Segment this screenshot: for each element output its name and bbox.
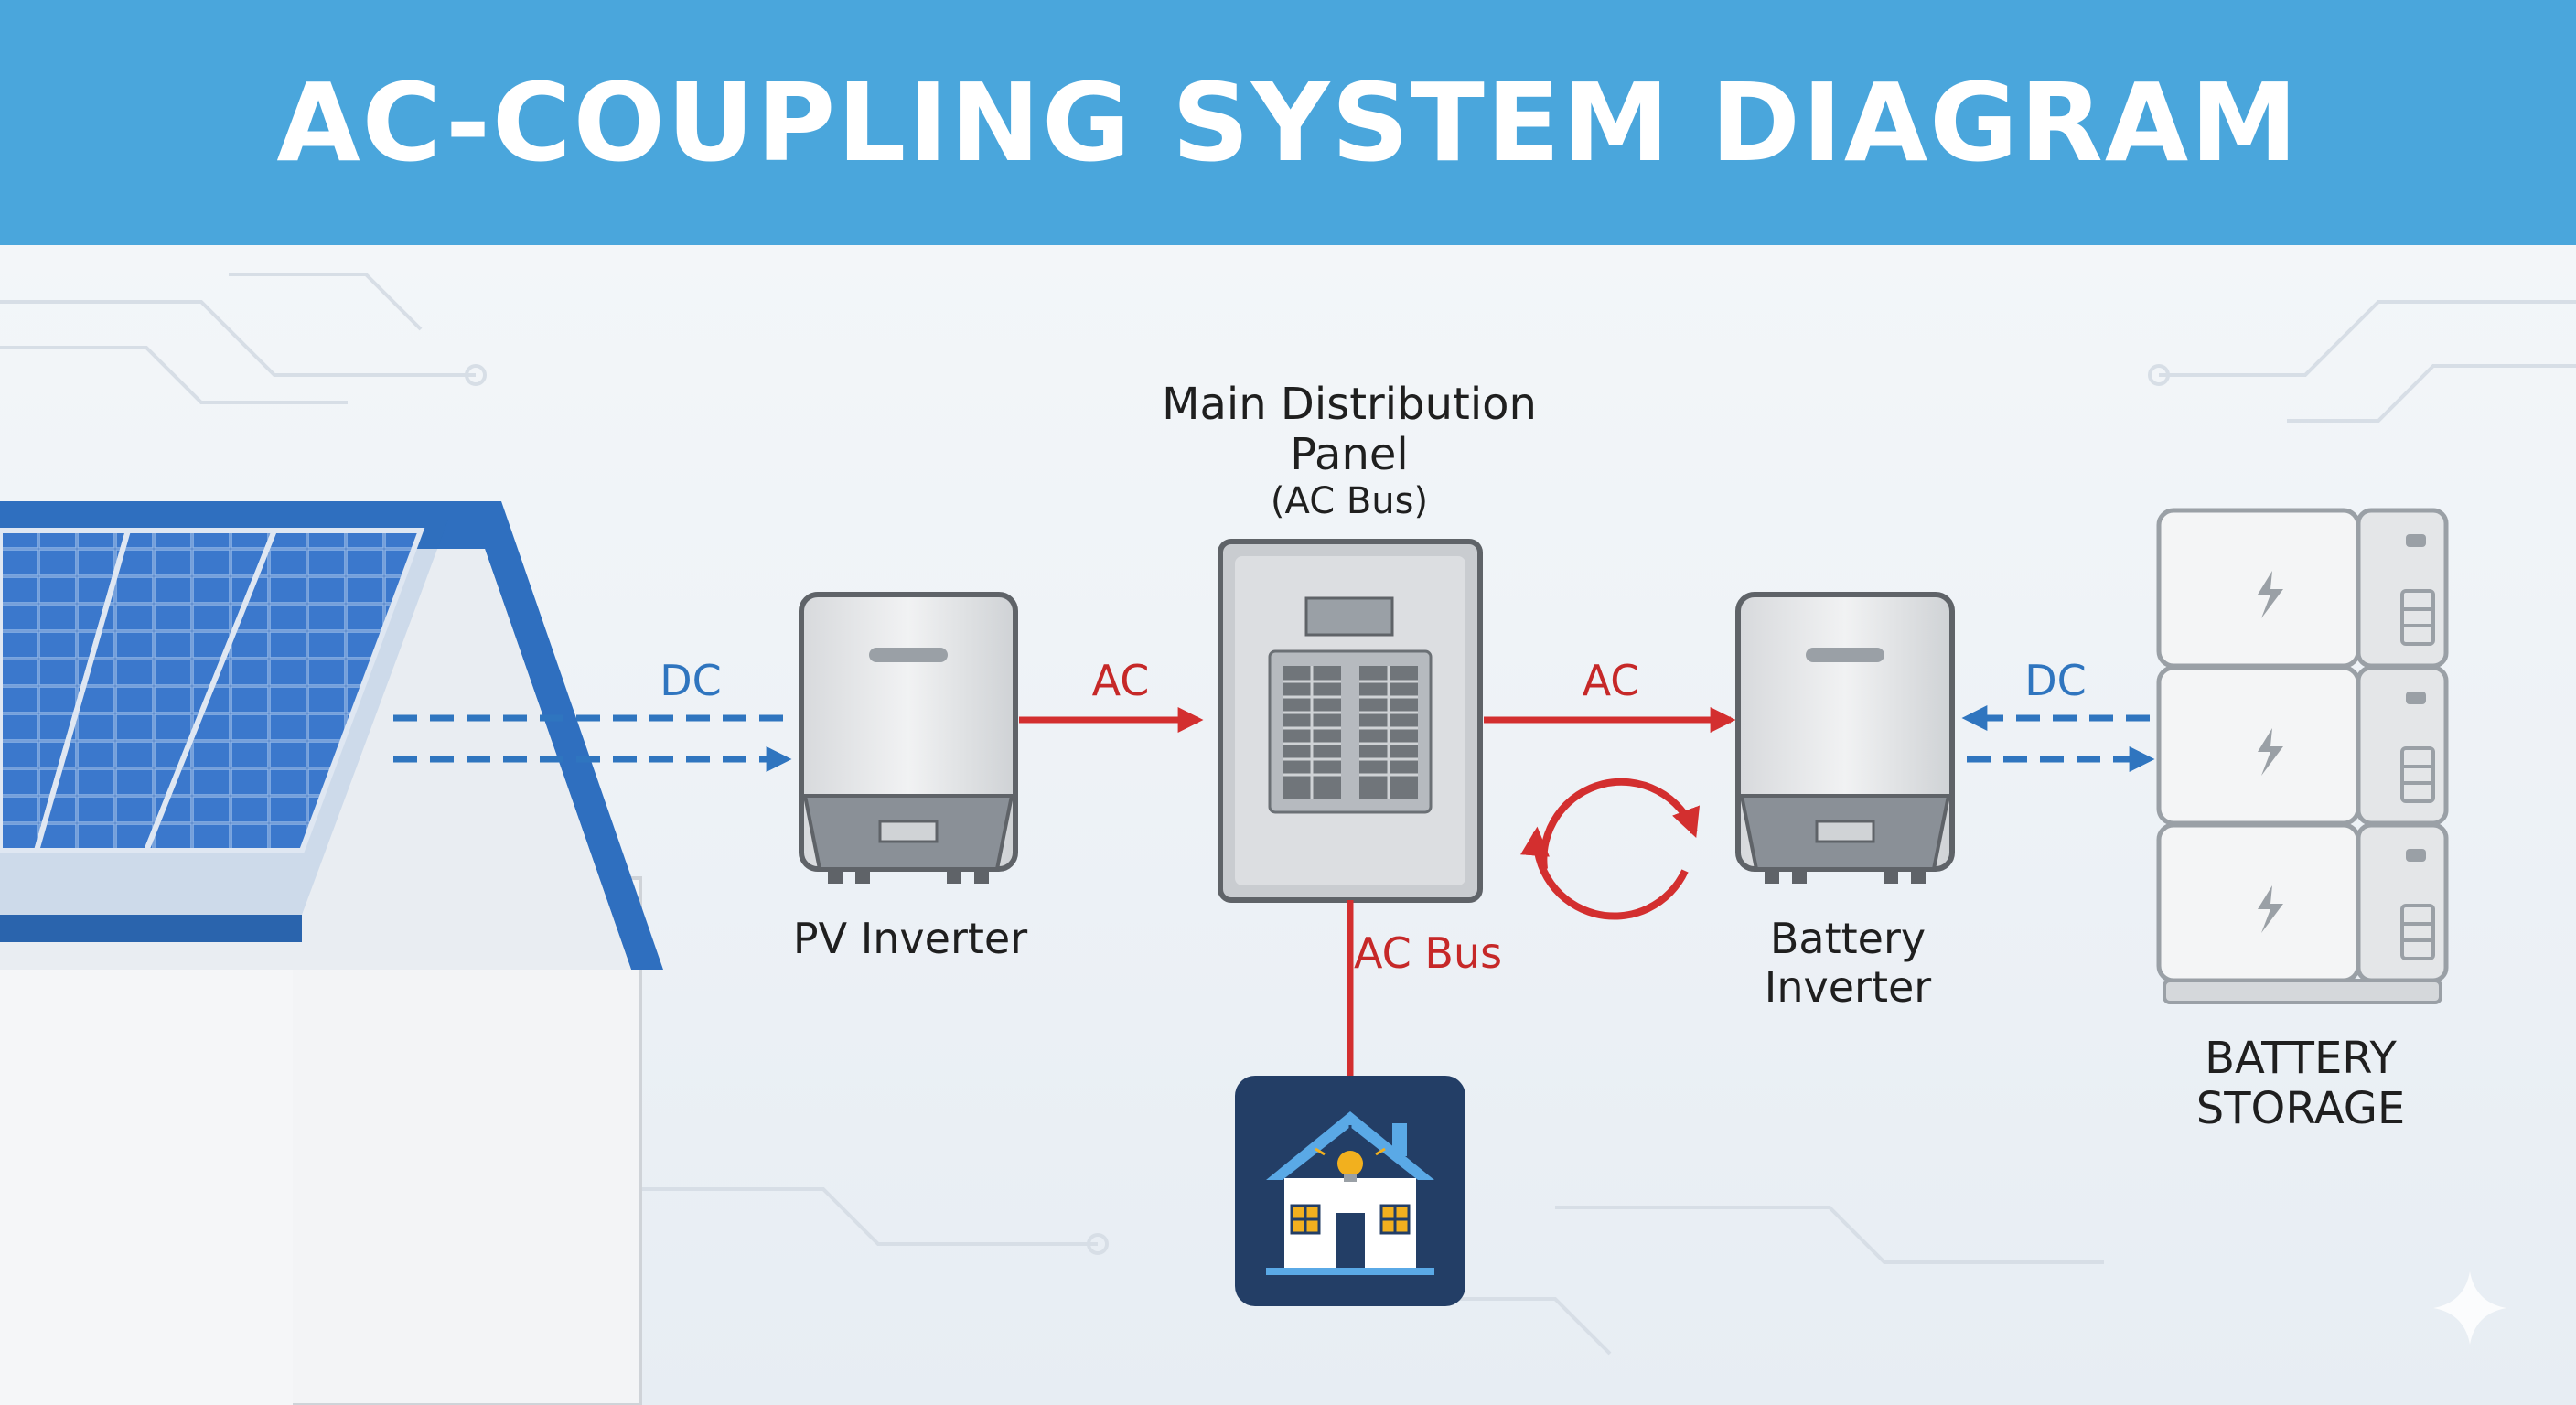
pv-ac-label: AC (1091, 656, 1150, 705)
lightning-bolt-icon (2258, 885, 2283, 933)
bidirectional-arrow-bottom (1520, 826, 1689, 920)
battery-storage-device (2156, 508, 2449, 1004)
distribution-panel-device (1218, 539, 1483, 903)
header-banner: AC-COUPLING SYSTEM DIAGRAM (0, 0, 2576, 245)
panel-label-line1: Main Distribution (1162, 379, 1537, 430)
battery-storage-label-line2: STORAGE (2195, 1083, 2406, 1135)
battery-inverter-label: Battery Inverter (1701, 915, 1994, 1012)
ac-bus-label: AC Bus (1354, 928, 1503, 978)
lightning-bolt-icon (2258, 571, 2283, 618)
solar-panel-icon (0, 528, 425, 853)
battery-inverter-label-line1: Battery (1769, 914, 1927, 963)
battery-inverter-label-line2: Inverter (1764, 961, 1932, 1012)
battery-inverter-device (1735, 592, 1955, 884)
battery-dc-label: DC (2024, 656, 2087, 705)
panel-label: Main Distribution Panel (AC Bus) (1079, 379, 1619, 523)
pv-inverter-label: PV Inverter (792, 914, 1028, 963)
sparkle-icon (2433, 1271, 2506, 1345)
panel-label-line2: Panel (1290, 429, 1409, 481)
battery-inverter-ac-label: AC (1582, 656, 1640, 705)
pv-dc-label: DC (660, 656, 722, 705)
battery-storage-label: BATTERY STORAGE (2141, 1033, 2461, 1135)
battery-storage-label-line1: BATTERY (2205, 1033, 2397, 1084)
page-title: AC-COUPLING SYSTEM DIAGRAM (276, 59, 2300, 186)
lightning-bolt-icon (2258, 728, 2283, 776)
panel-label-line3: (AC Bus) (1270, 480, 1429, 523)
home-lightbulb-icon (1235, 1076, 1465, 1306)
pv-inverter-device (799, 592, 1018, 884)
circuit-traces (0, 273, 2576, 1356)
